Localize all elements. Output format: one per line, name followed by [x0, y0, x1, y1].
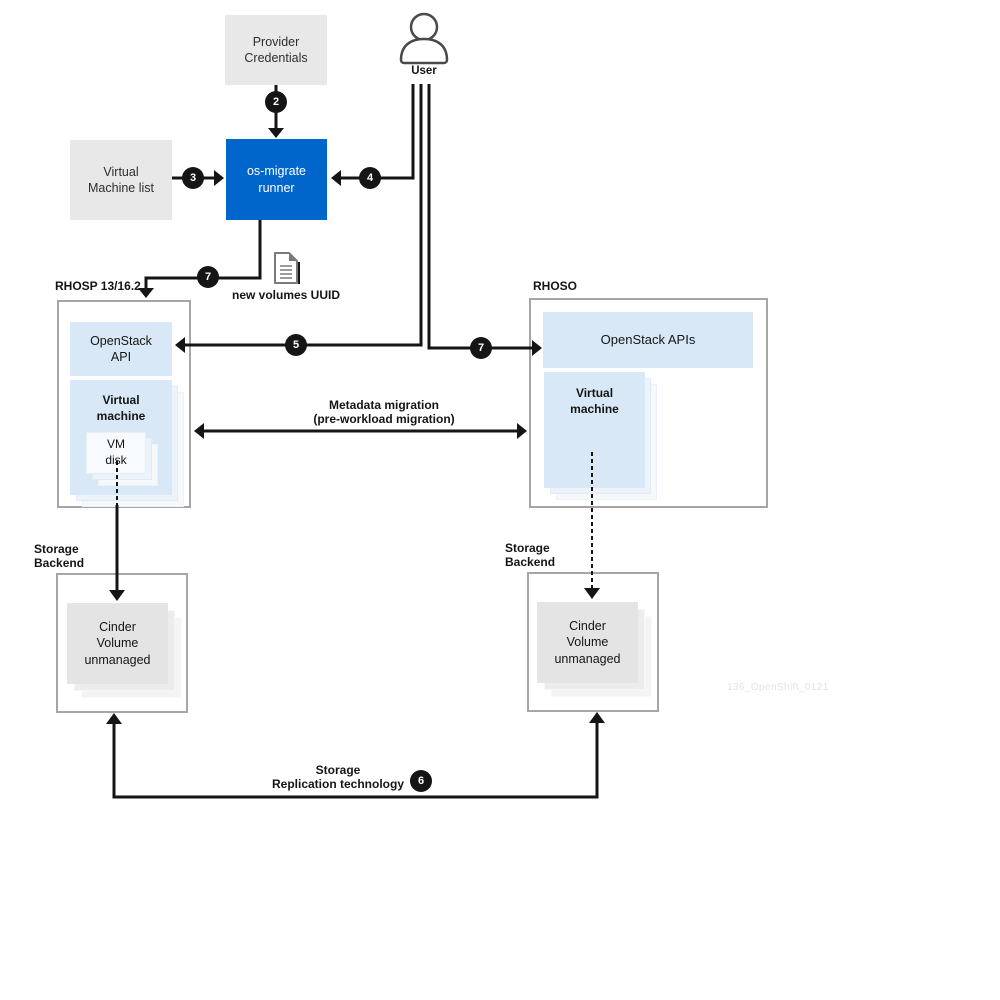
arrow-user-to-rhoso-apis: [427, 84, 542, 356]
step-badge-7a: 7: [197, 266, 219, 288]
new-volumes-uuid-label: new volumes UUID: [231, 288, 341, 302]
metadata-migration-label: Metadata migration (pre-workload migrati…: [313, 398, 455, 427]
watermark: 136_OpenShift_0121: [727, 682, 829, 693]
rhosp-label: RHOSP 13/16.2: [55, 279, 141, 293]
provider-credentials-node: Provider Credentials: [225, 15, 327, 85]
step-badge-2: 2: [265, 91, 287, 113]
step-badge-4: 4: [359, 167, 381, 189]
cinder-volume-left-box: Cinder Volume unmanaged: [67, 603, 168, 684]
rhosp-openstack-api-box: OpenStack API: [70, 322, 172, 376]
step-badge-7b: 7: [470, 337, 492, 359]
step-badge-3: 3: [182, 167, 204, 189]
cinder-volume-right-box: Cinder Volume unmanaged: [537, 602, 638, 683]
vm-disk-box: VM disk: [86, 432, 146, 474]
rhoso-label: RHOSO: [533, 279, 578, 293]
document-icon: [274, 252, 300, 284]
step-badge-5: 5: [285, 334, 307, 356]
rhoso-virtual-machine-box: Virtual machine: [544, 372, 645, 488]
storage-backend-right-label: Storage Backend: [505, 541, 556, 570]
os-migrate-runner-node: os-migrate runner: [226, 139, 327, 220]
rhoso-openstack-apis-box: OpenStack APIs: [543, 312, 753, 368]
user-icon: [399, 12, 449, 65]
storage-replication-label: Storage Replication technology: [271, 763, 405, 792]
storage-backend-left-label: Storage Backend: [34, 542, 85, 571]
rhosp-virtual-machine-label: Virtual machine: [96, 393, 146, 424]
arrow-runner-to-rhosp: [138, 220, 262, 298]
rhoso-virtual-machine-label: Virtual machine: [570, 386, 619, 417]
step-badge-6: 6: [410, 770, 432, 792]
virtual-machine-list-node: Virtual Machine list: [70, 140, 172, 220]
user-label: User: [411, 65, 437, 77]
